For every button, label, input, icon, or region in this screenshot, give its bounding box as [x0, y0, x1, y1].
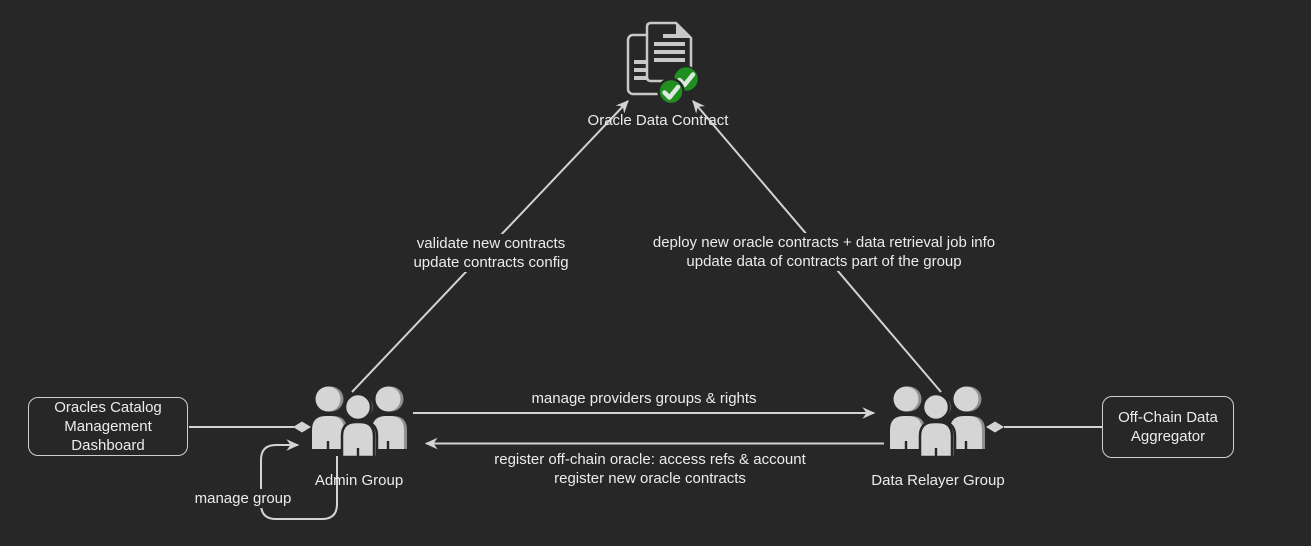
edge-label-line: deploy new oracle contracts + data retri… — [652, 234, 996, 251]
node-label-line: Dashboard — [71, 437, 145, 454]
edge-label-line: validate new contracts — [416, 235, 566, 252]
edge-label-manage-providers: manage providers groups & rights — [527, 389, 761, 408]
node-label-line: Oracles Catalog — [54, 399, 162, 416]
node-label-line: Management — [64, 418, 152, 435]
node-label-line: Off-Chain Data — [1118, 409, 1218, 426]
edge-label-manage-group: manage group — [190, 489, 296, 508]
edge-label-line: register new oracle contracts — [554, 470, 746, 487]
edge-label-line: update contracts config — [413, 254, 569, 271]
edge-label-register-oracle: register off-chain oracle: access refs &… — [490, 450, 810, 488]
diamond-dashboard-admin — [293, 421, 311, 433]
node-offchain-aggregator: Off-Chain Data Aggregator — [1102, 396, 1234, 458]
edge-label-line: register off-chain oracle: access refs &… — [494, 451, 806, 468]
edge-label-validate-contracts: validate new contracts update contracts … — [409, 234, 573, 272]
node-label-oracle-data-contract: Oracle Data Contract — [587, 112, 729, 129]
document-checked-icon — [628, 23, 699, 104]
relayer-group-users-icon — [888, 385, 987, 457]
edge-label-line: update data of contracts part of the gro… — [686, 253, 962, 270]
node-label-line: Aggregator — [1130, 428, 1206, 445]
node-label-admin-group: Admin Group — [314, 472, 404, 489]
diamond-relayer-aggregator — [986, 421, 1004, 433]
node-oracles-catalog-dashboard: Oracles Catalog Management Dashboard — [28, 397, 188, 456]
admin-group-users-icon — [310, 385, 409, 457]
node-label-data-relayer-group: Data Relayer Group — [871, 472, 1005, 489]
edge-label-deploy-contracts: deploy new oracle contracts + data retri… — [648, 233, 1000, 271]
edge-admin-self-loop — [260, 439, 338, 520]
